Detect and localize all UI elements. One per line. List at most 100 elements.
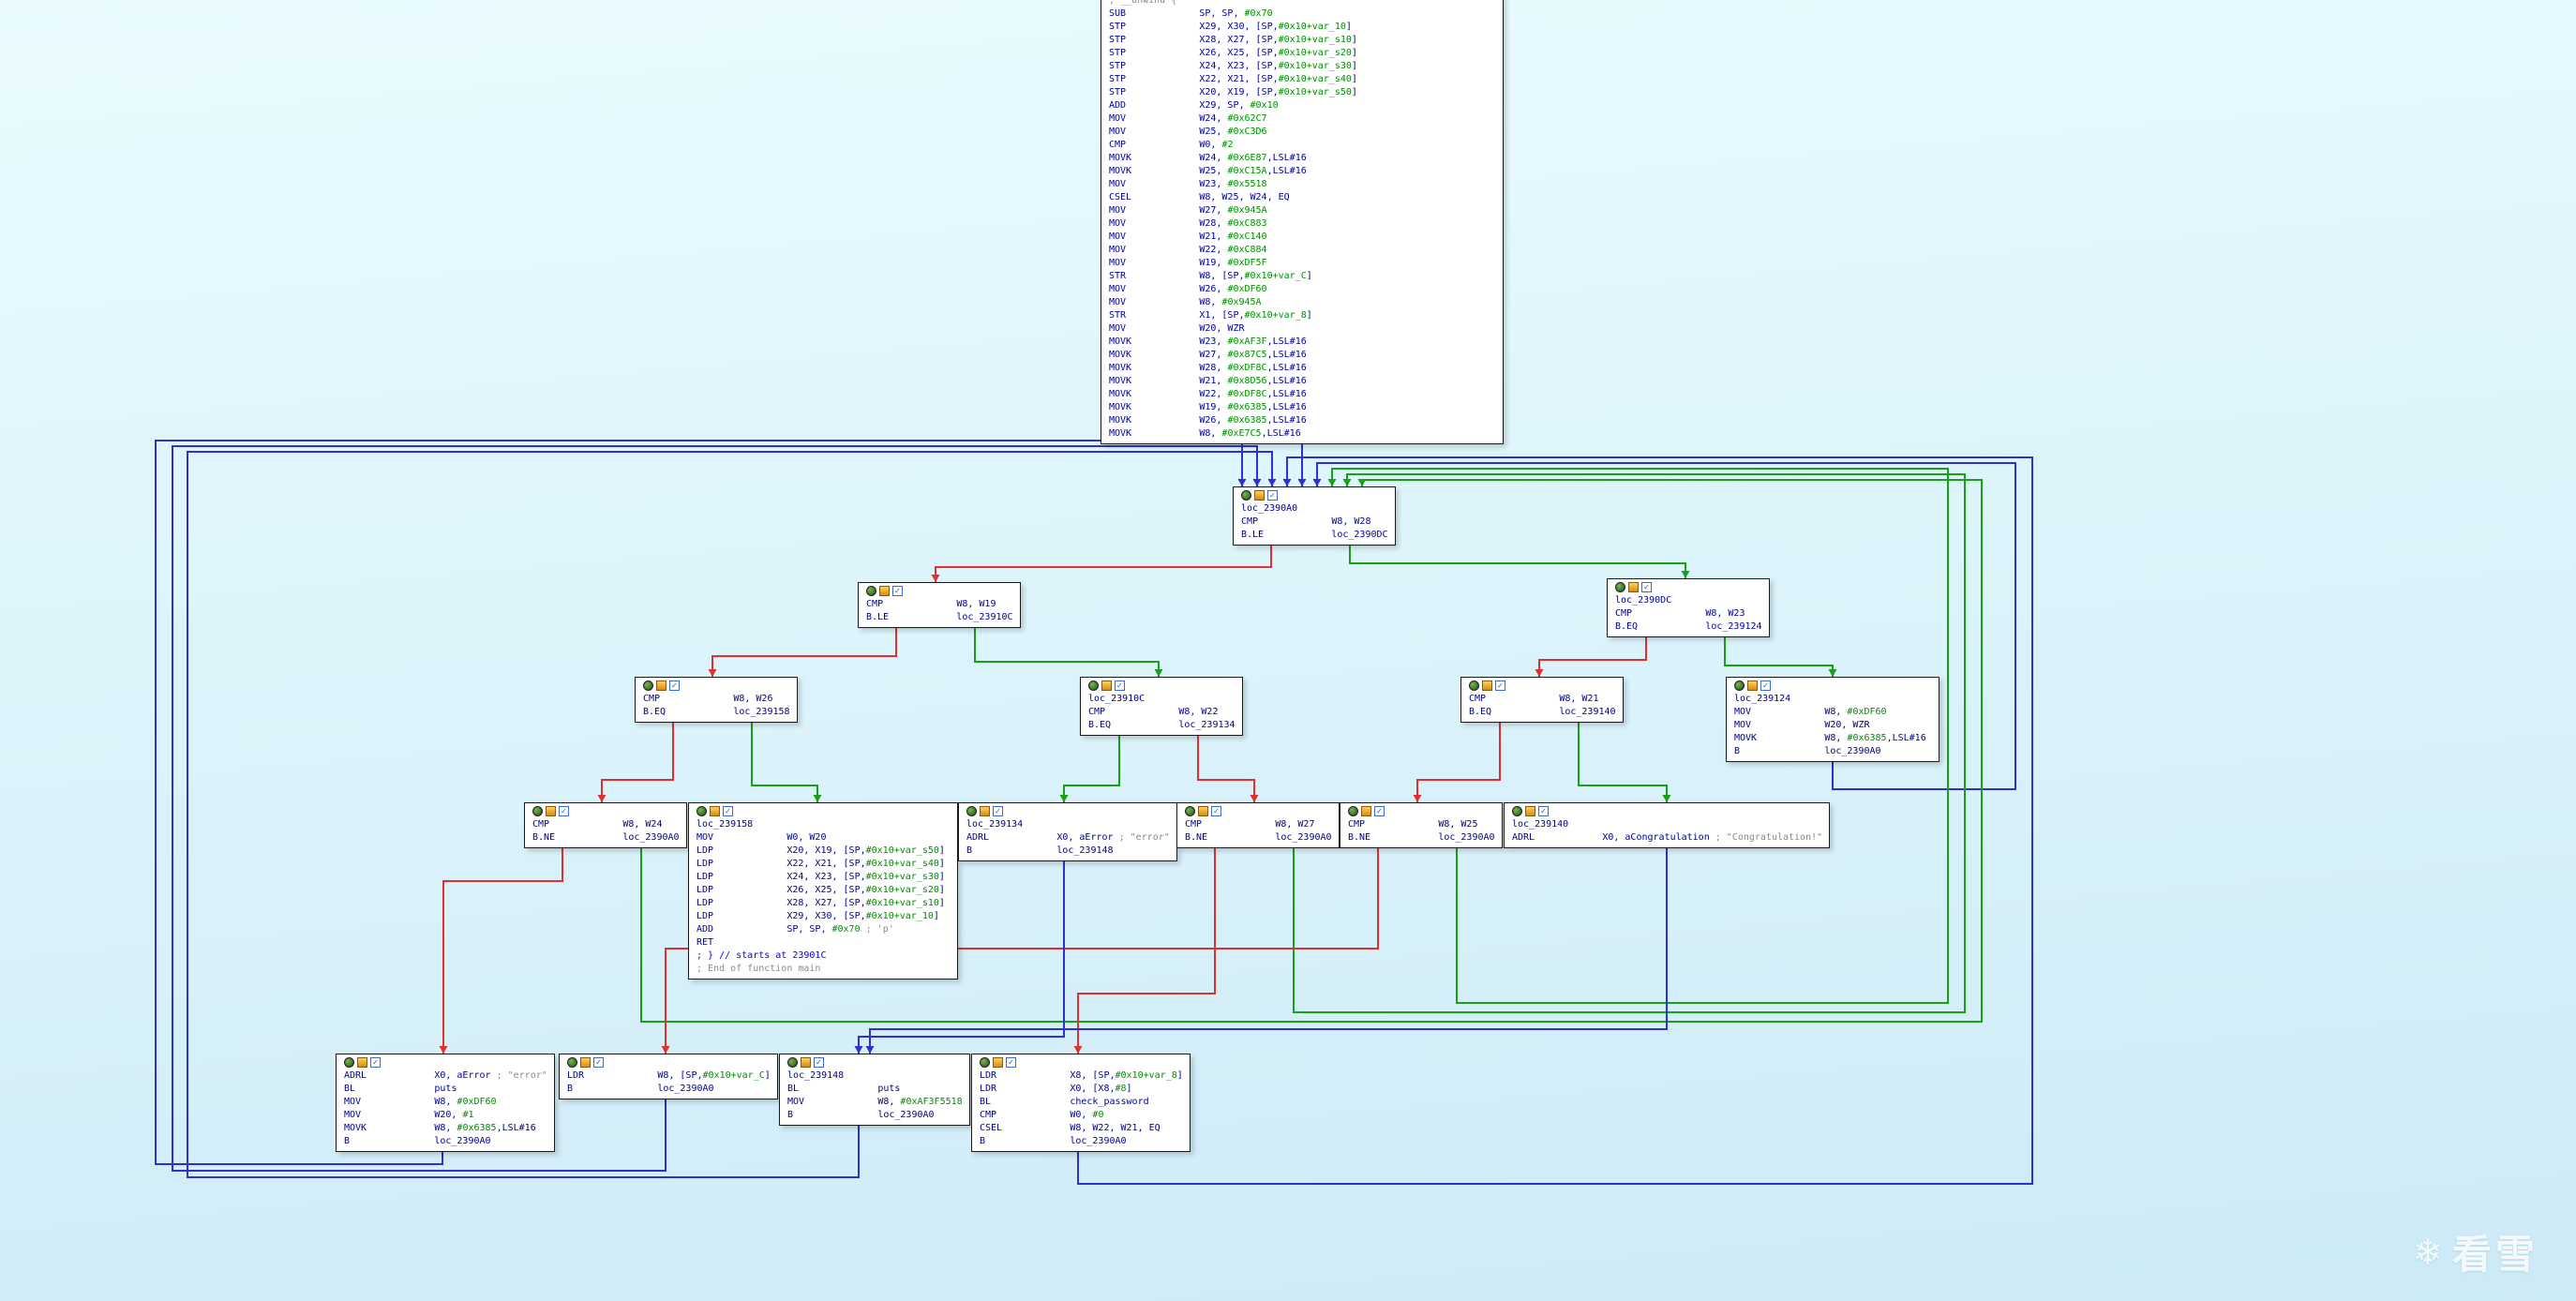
- asm-line[interactable]: MOV W8, #0x945A: [1109, 297, 1262, 307]
- asm-line[interactable]: B.NE loc_2390A0: [532, 832, 680, 843]
- asm-line[interactable]: MOVK W24, #0x6E87,LSL#16: [1109, 153, 1307, 163]
- node-circle-icon[interactable]: [1615, 582, 1625, 592]
- asm-line[interactable]: MOVK W22, #0xDF8C,LSL#16: [1109, 389, 1307, 399]
- asm-line[interactable]: MOVK W27, #0x87C5,LSL#16: [1109, 350, 1307, 360]
- node-circle-icon[interactable]: [980, 1057, 990, 1068]
- asm-line[interactable]: B loc_2390A0: [787, 1110, 935, 1120]
- node-checkbox-icon[interactable]: ✓: [1267, 490, 1278, 501]
- node-checkbox-icon[interactable]: ✓: [993, 806, 1003, 816]
- asm-line[interactable]: loc_239148: [787, 1070, 845, 1081]
- node-checkbox-icon[interactable]: ✓: [892, 586, 903, 596]
- asm-line[interactable]: LDP X28, X27, [SP,#0x10+var_s10]: [696, 898, 945, 908]
- node-checkbox-icon[interactable]: ✓: [1538, 806, 1549, 816]
- asm-line[interactable]: MOVK W25, #0xC15A,LSL#16: [1109, 166, 1307, 176]
- node-image-icon[interactable]: [580, 1057, 591, 1068]
- asm-line[interactable]: B.EQ loc_239134: [1088, 720, 1236, 730]
- asm-line[interactable]: ADRL X0, aError ; "error": [966, 832, 1170, 843]
- node-circle-icon[interactable]: [1469, 680, 1479, 691]
- node-image-icon[interactable]: [1198, 806, 1208, 816]
- node-circle-icon[interactable]: [966, 806, 977, 816]
- asm-line[interactable]: B loc_239148: [966, 845, 1114, 856]
- asm-line[interactable]: RET: [696, 937, 714, 948]
- asm-line[interactable]: CMP W8, W25: [1348, 819, 1478, 830]
- asm-line[interactable]: LDP X26, X25, [SP,#0x10+var_s20]: [696, 885, 945, 895]
- asm-line[interactable]: B.EQ loc_239158: [643, 707, 790, 717]
- asm-line[interactable]: ADRL X0, aError ; "error": [344, 1070, 547, 1081]
- node-checkbox-icon[interactable]: ✓: [1495, 680, 1505, 691]
- node-circle-icon[interactable]: [787, 1057, 798, 1068]
- asm-line[interactable]: loc_239158: [696, 819, 754, 830]
- asm-line[interactable]: MOV W19, #0xDF5F: [1109, 258, 1267, 268]
- node-circle-icon[interactable]: [532, 806, 543, 816]
- asm-line[interactable]: CMP W8, W23: [1615, 608, 1745, 619]
- node-image-icon[interactable]: [801, 1057, 811, 1068]
- node-checkbox-icon[interactable]: ✓: [723, 806, 733, 816]
- node-circle-icon[interactable]: [696, 806, 707, 816]
- asm-line[interactable]: CSEL W8, W25, W24, EQ: [1109, 192, 1290, 202]
- node-image-icon[interactable]: [710, 806, 720, 816]
- asm-line[interactable]: ADRL X0, aCongratulation ; "Congratulati…: [1512, 832, 1823, 843]
- asm-line[interactable]: STP X24, X23, [SP,#0x10+var_s30]: [1109, 61, 1357, 71]
- asm-line[interactable]: CMP W0, #0: [980, 1110, 1104, 1120]
- asm-line[interactable]: STP X26, X25, [SP,#0x10+var_s20]: [1109, 48, 1357, 58]
- node-image-icon[interactable]: [1482, 680, 1492, 691]
- asm-line[interactable]: loc_239140: [1512, 819, 1569, 830]
- asm-line[interactable]: MOV W22, #0xC884: [1109, 245, 1267, 255]
- asm-line[interactable]: ; End of function main: [696, 964, 821, 974]
- asm-line[interactable]: B loc_2390A0: [344, 1136, 491, 1146]
- node-circle-icon[interactable]: [866, 586, 876, 596]
- graph-node-check_pw[interactable]: ✓LDR X8, [SP,#0x10+var_8]LDR X0, [X8,#8]…: [971, 1054, 1191, 1152]
- asm-line[interactable]: MOVK W21, #0x8D56,LSL#16: [1109, 376, 1307, 386]
- node-checkbox-icon[interactable]: ✓: [370, 1057, 381, 1068]
- node-checkbox-icon[interactable]: ✓: [1006, 1057, 1016, 1068]
- asm-line[interactable]: STR W8, [SP,#0x10+var_C]: [1109, 271, 1312, 281]
- asm-line[interactable]: BL check_password: [980, 1097, 1149, 1107]
- asm-line[interactable]: LDP X20, X19, [SP,#0x10+var_s50]: [696, 845, 945, 856]
- asm-line[interactable]: MOV W24, #0x62C7: [1109, 113, 1267, 124]
- asm-line[interactable]: LDR X8, [SP,#0x10+var_8]: [980, 1070, 1183, 1081]
- node-checkbox-icon[interactable]: ✓: [1760, 680, 1771, 691]
- asm-line[interactable]: CMP W8, W19: [866, 599, 996, 609]
- graph-node-ldr_var_c[interactable]: ✓LDR W8, [SP,#0x10+var_C]B loc_2390A0: [559, 1054, 778, 1099]
- asm-line[interactable]: B.LE loc_2390DC: [1241, 530, 1388, 540]
- asm-line[interactable]: MOVK W28, #0xDF8C,LSL#16: [1109, 363, 1307, 373]
- asm-line[interactable]: ; __unwind {: [1109, 0, 1177, 6]
- asm-line[interactable]: MOV W27, #0x945A: [1109, 205, 1267, 216]
- asm-line[interactable]: MOV W8, #0xDF60: [1734, 707, 1887, 717]
- asm-line[interactable]: STP X29, X30, [SP,#0x10+var_10]: [1109, 22, 1352, 32]
- node-image-icon[interactable]: [993, 1057, 1003, 1068]
- node-image-icon[interactable]: [1361, 806, 1371, 816]
- asm-line[interactable]: B loc_2390A0: [980, 1136, 1127, 1146]
- asm-line[interactable]: MOVK W23, #0xAF3F,LSL#16: [1109, 336, 1307, 347]
- node-circle-icon[interactable]: [344, 1057, 354, 1068]
- asm-line[interactable]: ADD X29, SP, #0x10: [1109, 100, 1279, 111]
- node-image-icon[interactable]: [980, 806, 990, 816]
- asm-line[interactable]: MOVK W8, #0x6385,LSL#16: [344, 1123, 536, 1133]
- node-image-icon[interactable]: [656, 680, 666, 691]
- asm-line[interactable]: CMP W8, W21: [1469, 694, 1599, 704]
- asm-line[interactable]: LDP X29, X30, [SP,#0x10+var_10]: [696, 911, 939, 921]
- node-image-icon[interactable]: [879, 586, 890, 596]
- asm-line[interactable]: loc_2390DC: [1615, 595, 1672, 606]
- asm-line[interactable]: MOV W26, #0xDF60: [1109, 284, 1267, 294]
- asm-line[interactable]: B.EQ loc_239140: [1469, 707, 1616, 717]
- asm-line[interactable]: CMP W8, W27: [1185, 819, 1315, 830]
- asm-line[interactable]: ; } // starts at 23901C: [696, 950, 827, 961]
- asm-line[interactable]: LDP X24, X23, [SP,#0x10+var_s30]: [696, 872, 945, 882]
- asm-line[interactable]: STP X22, X21, [SP,#0x10+var_s40]: [1109, 74, 1357, 84]
- asm-line[interactable]: MOVK W26, #0x6385,LSL#16: [1109, 415, 1307, 426]
- node-circle-icon[interactable]: [643, 680, 653, 691]
